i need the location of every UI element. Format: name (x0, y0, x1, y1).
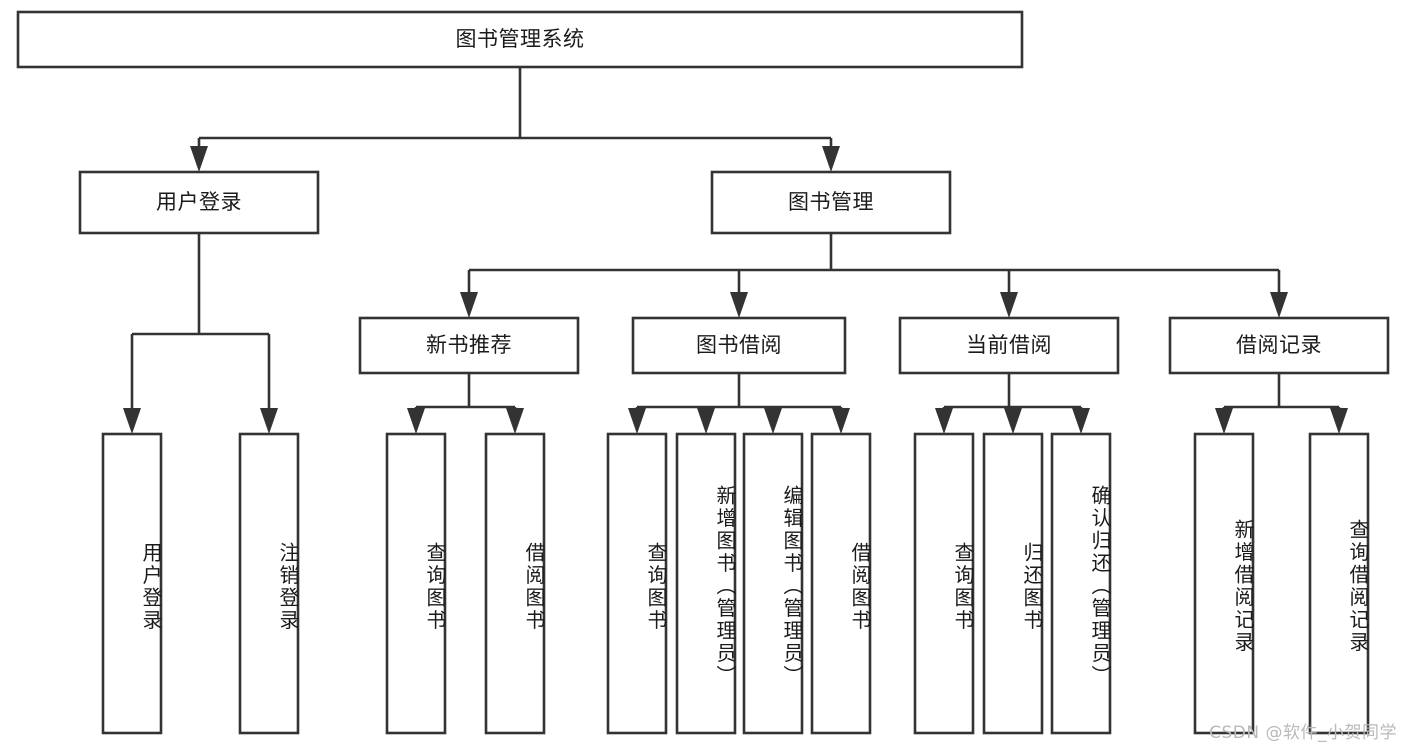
node-leaf-leaf-borrow-book-1[interactable] (486, 434, 544, 733)
node-box-leaf-logout[interactable] (238, 432, 300, 735)
node-box-leaf-borrow-book-2[interactable] (810, 432, 872, 735)
node-box-new-book-recommend[interactable] (358, 316, 580, 375)
node-box-leaf-query-book-2[interactable] (606, 432, 668, 735)
node-leaf-leaf-query-record[interactable] (1310, 434, 1368, 733)
arrow-head-icon-leaf-borrow-book-2 (832, 408, 850, 434)
node-root-root[interactable] (18, 12, 1022, 67)
arrow-head-icon-leaf-query-book-3 (935, 408, 953, 434)
node-box-leaf-edit-book[interactable] (742, 432, 804, 735)
node-box-root[interactable] (16, 10, 1024, 69)
arrow-head-icon-book-manage (822, 146, 840, 172)
watermark-text: CSDN @软件_小贺同学 (1209, 723, 1397, 743)
node-leaf-leaf-query-book-3[interactable] (915, 434, 973, 733)
node-leaf-leaf-logout[interactable] (240, 434, 298, 733)
node-branch-borrow-record[interactable] (1170, 318, 1388, 373)
node-branch-user-login[interactable] (80, 172, 318, 233)
node-leaf-leaf-confirm-return[interactable] (1052, 434, 1110, 733)
node-box-leaf-confirm-return[interactable] (1050, 432, 1112, 735)
node-leaf-leaf-add-record[interactable] (1195, 434, 1253, 733)
arrow-head-icon-new-book-recommend (460, 292, 478, 318)
node-leaf-leaf-user-login[interactable] (103, 434, 161, 733)
arrow-head-icon-user-login (190, 146, 208, 172)
arrow-head-icon-leaf-add-book (697, 408, 715, 434)
node-box-layer (16, 10, 1390, 735)
arrow-head-icon-leaf-borrow-book-1 (506, 408, 524, 434)
node-box-current-borrow[interactable] (898, 316, 1120, 375)
arrow-head-icon-leaf-confirm-return (1072, 408, 1090, 434)
node-box-borrow-record[interactable] (1168, 316, 1390, 375)
node-leaf-leaf-return-book[interactable] (984, 434, 1042, 733)
node-box-leaf-borrow-book-1[interactable] (484, 432, 546, 735)
node-leaf-leaf-borrow-book-2[interactable] (812, 434, 870, 733)
arrow-head-icon-borrow-record (1270, 292, 1288, 318)
arrow-head-icon-leaf-add-record (1215, 408, 1233, 434)
node-box-leaf-query-record[interactable] (1308, 432, 1370, 735)
arrow-head-icon-leaf-user-login (123, 408, 141, 434)
arrow-head-icon-leaf-edit-book (764, 408, 782, 434)
arrow-head-icon-leaf-query-book-2 (628, 408, 646, 434)
node-box-book-manage[interactable] (710, 170, 952, 235)
arrow-head-icon-leaf-query-book-1 (407, 408, 425, 434)
arrow-head-icon-leaf-query-record (1330, 408, 1348, 434)
node-box-leaf-user-login[interactable] (101, 432, 163, 735)
node-branch-new-book-recommend[interactable] (360, 318, 578, 373)
node-leaf-leaf-query-book-1[interactable] (387, 434, 445, 733)
node-box-user-login[interactable] (78, 170, 320, 235)
node-leaf-leaf-add-book[interactable] (677, 434, 735, 733)
arrow-head-icon-book-borrow (730, 292, 748, 318)
node-leaf-leaf-query-book-2[interactable] (608, 434, 666, 733)
arrow-head-icon-current-borrow (1000, 292, 1018, 318)
node-leaf-leaf-edit-book[interactable] (744, 434, 802, 733)
node-box-leaf-query-book-1[interactable] (385, 432, 447, 735)
node-branch-book-borrow[interactable] (633, 318, 845, 373)
node-box-leaf-add-record[interactable] (1193, 432, 1255, 735)
node-box-leaf-return-book[interactable] (982, 432, 1044, 735)
arrow-head-icon-leaf-return-book (1004, 408, 1022, 434)
node-box-leaf-add-book[interactable] (675, 432, 737, 735)
node-branch-book-manage[interactable] (712, 172, 950, 233)
node-branch-current-borrow[interactable] (900, 318, 1118, 373)
connector-layer (123, 67, 1348, 434)
node-box-leaf-query-book-3[interactable] (913, 432, 975, 735)
node-box-book-borrow[interactable] (631, 316, 847, 375)
arrow-head-icon-leaf-logout (260, 408, 278, 434)
